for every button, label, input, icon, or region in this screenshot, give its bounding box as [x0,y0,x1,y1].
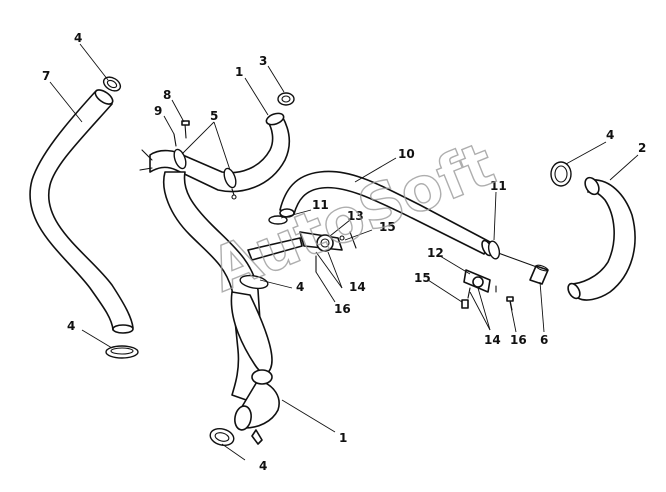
clamp-3 [277,92,295,106]
callout-4-topleft: 4 [74,31,82,45]
callout-1-top: 1 [235,65,243,79]
sleeve-6 [529,264,549,285]
callout-3: 3 [259,54,267,68]
callout-15-right: 15 [379,220,396,234]
callout-14-right: 14 [484,333,501,347]
callout-7: 7 [42,69,50,83]
clamp-4-middle [239,274,269,290]
valve-assembly-right [461,269,514,311]
hose-7 [29,89,134,334]
clamp-4-bottom [209,427,235,447]
clamp-4-right [550,161,572,187]
callout-10: 10 [398,147,415,161]
callout-4-middle: 4 [296,280,304,294]
callout-8: 8 [163,88,171,102]
callout-4-left: 4 [67,319,75,333]
callout-4-right: 4 [606,128,614,142]
callout-13: 13 [347,209,364,223]
callout-4-bottom: 4 [259,459,267,473]
callout-2: 2 [638,141,646,155]
callout-16-right: 16 [510,333,527,347]
callout-9: 9 [154,104,162,118]
callout-16-left: 16 [334,302,351,316]
screw-9 [173,133,177,147]
screw-8 [181,120,190,139]
valve-assembly-left [247,231,357,273]
callout-14-left: 14 [349,280,366,294]
hose-1-bottom [163,171,280,445]
clamp-11-right [487,240,501,260]
leader-lines [49,43,639,461]
callout-11-right: 11 [490,179,507,193]
callout-11-left: 11 [312,198,329,212]
callout-15-left: 15 [414,271,431,285]
callout-5: 5 [210,109,218,123]
clamp-4-left [105,345,139,359]
hose-2 [567,176,636,301]
clamp-4-topleft [102,76,122,92]
callout-1-bottom: 1 [339,431,347,445]
callout-6: 6 [540,333,548,347]
callout-labels: 4 7 4 1 3 8 9 5 10 11 13 15 14 4 16 1 4 … [42,31,646,473]
callout-12: 12 [427,246,444,260]
